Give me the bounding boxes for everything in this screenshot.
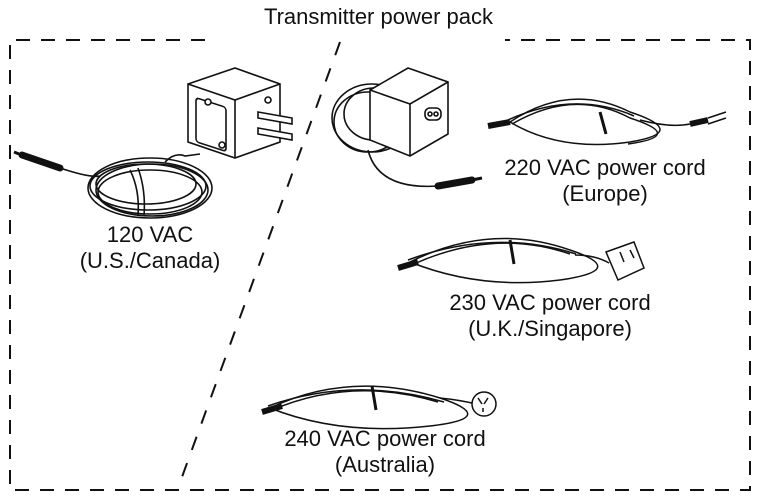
australia-cord-illustration — [261, 385, 497, 430]
us-adapter-region: (U.S./Canada) — [79, 248, 221, 273]
us-adapter-label: 120 VAC (U.S./Canada) — [50, 222, 250, 274]
uk-cord-region: (U.K./Singapore) — [468, 316, 632, 341]
europe-cord-region: (Europe) — [562, 181, 648, 206]
divider-line — [177, 41, 341, 489]
europe-cord-voltage: 220 VAC power cord — [504, 155, 706, 180]
us-adapter-voltage: 120 VAC — [106, 222, 194, 247]
dashed-boundary — [9, 39, 751, 491]
us-adapter-illustration — [13, 67, 293, 219]
uk-cord-voltage: 230 VAC power cord — [449, 290, 651, 315]
europe-cord-label: 220 VAC power cord (Europe) — [470, 155, 740, 207]
international-adapter-illustration — [331, 67, 483, 190]
uk-cord-label: 230 VAC power cord (U.K./Singapore) — [385, 290, 715, 342]
figure-title: Transmitter power pack — [263, 4, 494, 29]
uk-cord-illustration — [397, 237, 645, 284]
australia-cord-label: 240 VAC power cord (Australia) — [235, 426, 535, 478]
australia-cord-voltage: 240 VAC power cord — [284, 426, 486, 451]
europe-cord-illustration — [487, 98, 727, 146]
australia-cord-region: (Australia) — [334, 452, 436, 477]
